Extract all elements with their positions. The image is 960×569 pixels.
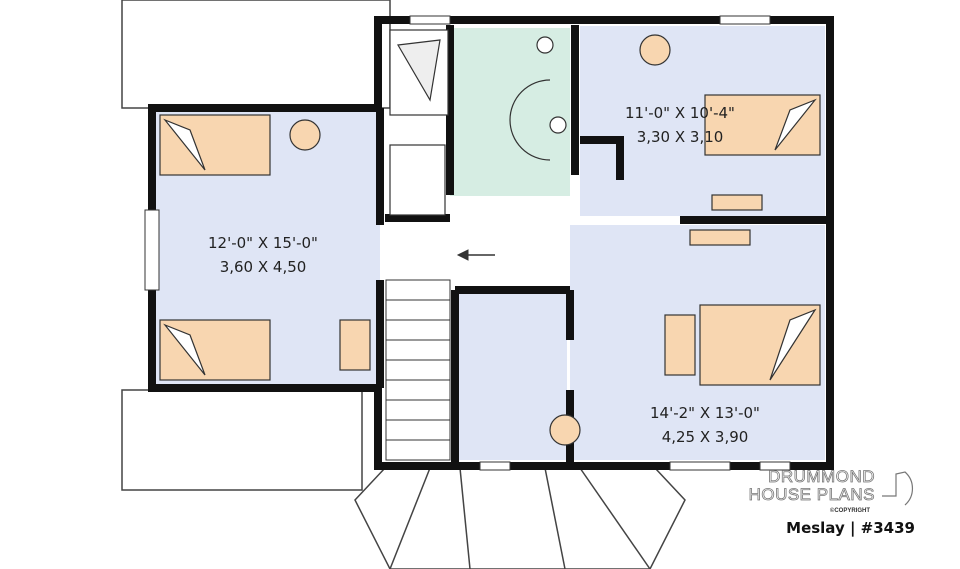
top-right-bedroom-dimensions-metric: 3,30 X 3,10 (637, 128, 724, 146)
bay-window-roof (354, 467, 686, 569)
bottom-right-bedroom-dimensions-metric: 4,25 X 3,90 (662, 428, 749, 446)
roof-bottom-left (121, 389, 363, 491)
left-bedroom-dimensions-metric: 3,60 X 4,50 (220, 258, 307, 276)
plan-caption: Meslay | #3439 (786, 519, 915, 538)
bathroom-floor (450, 28, 570, 196)
logo-line2: HOUSE PLANS (749, 485, 875, 504)
closet-floor (455, 290, 567, 460)
left-bedroom-dimensions-imperial: 12'-0" X 15'-0" (208, 234, 318, 252)
logo-copyright: ©COPYRIGHT (830, 507, 870, 514)
roof-top-left (121, 0, 391, 109)
bottom-right-bedroom-dimensions-imperial: 14'-2" X 13'-0" (650, 404, 760, 422)
bathroom-fixtures (389, 29, 567, 216)
drummond-logo: DRUMMOND HOUSE PLANS ©COPYRIGHT (748, 467, 914, 514)
stairs (385, 249, 495, 461)
logo-line1: DRUMMOND (768, 467, 875, 486)
beds (159, 34, 821, 446)
top-right-bedroom-dimensions-imperial: 11'-0" X 10'-4" (625, 104, 735, 122)
windows (144, 15, 791, 471)
